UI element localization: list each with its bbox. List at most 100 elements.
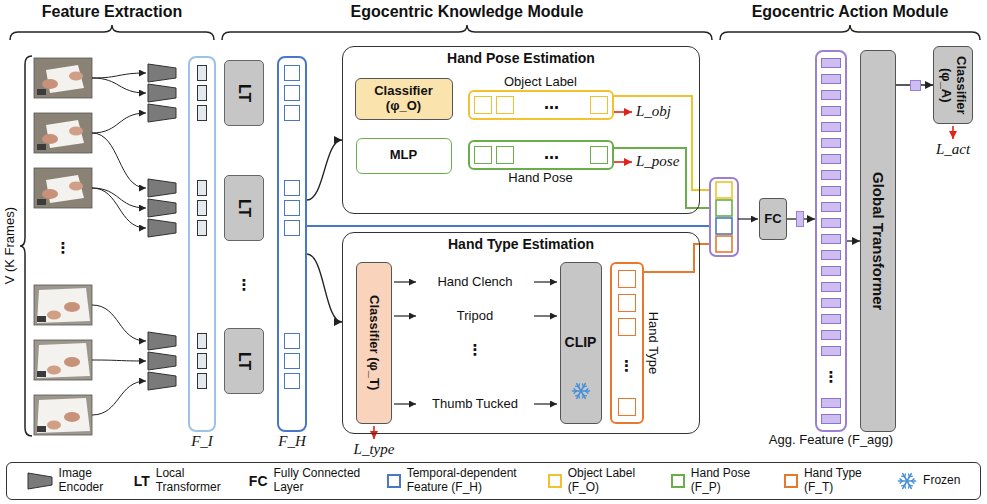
feature-square [197, 373, 207, 389]
legend-symbol: FC [249, 473, 268, 489]
node-label: FC [764, 212, 781, 227]
loss-label: L_obj [636, 103, 671, 120]
legend-text: Temporal-dependent Feature (F_H) [407, 467, 525, 495]
feature-square [197, 180, 207, 196]
image-encoder [148, 332, 176, 350]
frame-border [34, 168, 92, 208]
snowflake-stroke [907, 481, 911, 488]
feature-square [821, 58, 841, 68]
frame-border [34, 285, 92, 325]
feature-square [821, 266, 841, 276]
frame-background [34, 395, 92, 435]
loss-label: L_pose [636, 153, 679, 170]
section-title: Egocentric Knowledge Module [351, 3, 584, 21]
bracket [222, 25, 712, 40]
video-frame [34, 285, 92, 325]
feature-square [821, 414, 841, 424]
snowflake-stroke [585, 391, 587, 393]
hand [42, 134, 58, 144]
frame-arrow [92, 188, 146, 208]
legend-sample [897, 471, 917, 491]
image-encoder [148, 372, 176, 390]
feature-square [821, 250, 841, 260]
bracket [10, 25, 214, 40]
node-label: Classifier (φ_T) [366, 295, 381, 390]
legend-text: Hand Type (F_T) [804, 467, 874, 495]
legend-swatch [671, 474, 685, 488]
mlp-box: MLP [356, 138, 452, 174]
feature-square [197, 353, 207, 369]
arrow [534, 315, 557, 316]
feature-square [618, 270, 636, 288]
loss-label: L_type [354, 441, 395, 458]
hand [69, 182, 83, 191]
frame-arrow [92, 305, 146, 341]
snowflake-stroke [904, 474, 906, 477]
frame-border [34, 395, 92, 435]
legend-symbol: LT [134, 473, 150, 489]
legend-text: Local Transformer [156, 467, 226, 495]
classifier-box: Classifier (φ_A) [933, 46, 973, 124]
section-title: Egocentric Action Module [752, 3, 949, 21]
legend-box: Image Encoder LT Local Transformer FCFully … [6, 462, 981, 500]
legend-item: FCFully Connected Layer [249, 467, 364, 495]
feature-square [284, 105, 300, 121]
legend-text: Image Encoder [59, 467, 111, 495]
paper-sheet [37, 398, 90, 433]
feature-square [821, 106, 841, 116]
feature-line [614, 96, 710, 190]
video-frame [34, 113, 92, 153]
feature-square [284, 85, 300, 101]
frame-background [34, 113, 92, 153]
frame-arrow [92, 133, 146, 188]
image-encoder [148, 104, 176, 122]
arrow [394, 315, 416, 316]
image-encoder [148, 199, 176, 217]
snowflake-stroke [902, 484, 905, 486]
legend-item: Hand Type (F_T) [784, 467, 874, 495]
hand [42, 189, 58, 199]
classifier-box: Classifier (φ_T) [356, 262, 392, 424]
hand [64, 357, 80, 367]
legend-text: Hand Pose (F_P) [691, 467, 761, 495]
feature-row: …Hand Pose [468, 140, 614, 170]
feature-square [284, 373, 300, 389]
feature-square [821, 138, 841, 148]
bracket [720, 25, 980, 40]
snowflake-stroke [578, 383, 580, 386]
legend-item: Object Label (F_O) [548, 467, 648, 495]
image-encoder [28, 473, 52, 489]
legend-sample [387, 474, 401, 488]
feature-column: ⋮Hand Type [610, 262, 644, 424]
hand [47, 311, 61, 320]
video-frame [34, 340, 92, 380]
fc-layer: FC [759, 198, 786, 240]
ellipsis: ⋮ [237, 278, 252, 293]
clip-box: CLIP [560, 262, 602, 424]
connector [847, 240, 860, 241]
hand [42, 79, 58, 89]
feature-square [618, 294, 636, 312]
feature-column: F_H [277, 56, 307, 432]
paper-sheet [37, 288, 90, 323]
feature-square [821, 346, 841, 356]
bracket [20, 56, 32, 436]
node-label: Global Transformer [869, 172, 886, 310]
feature-square [821, 202, 841, 212]
feature-square [821, 218, 841, 228]
connector [307, 140, 342, 200]
feature-square [821, 90, 841, 100]
feature-square [821, 154, 841, 164]
connector [307, 254, 342, 322]
arrow [534, 281, 557, 282]
node-label: LT [235, 199, 253, 217]
image-encoder [148, 64, 176, 82]
frame-arrow [92, 188, 146, 228]
feature-square [821, 398, 841, 408]
snowflake-stroke [903, 474, 907, 481]
feature-square [821, 298, 841, 308]
legend-item: Hand Pose (F_P) [671, 467, 761, 495]
video-frame [34, 168, 92, 208]
feature-line [307, 225, 710, 227]
